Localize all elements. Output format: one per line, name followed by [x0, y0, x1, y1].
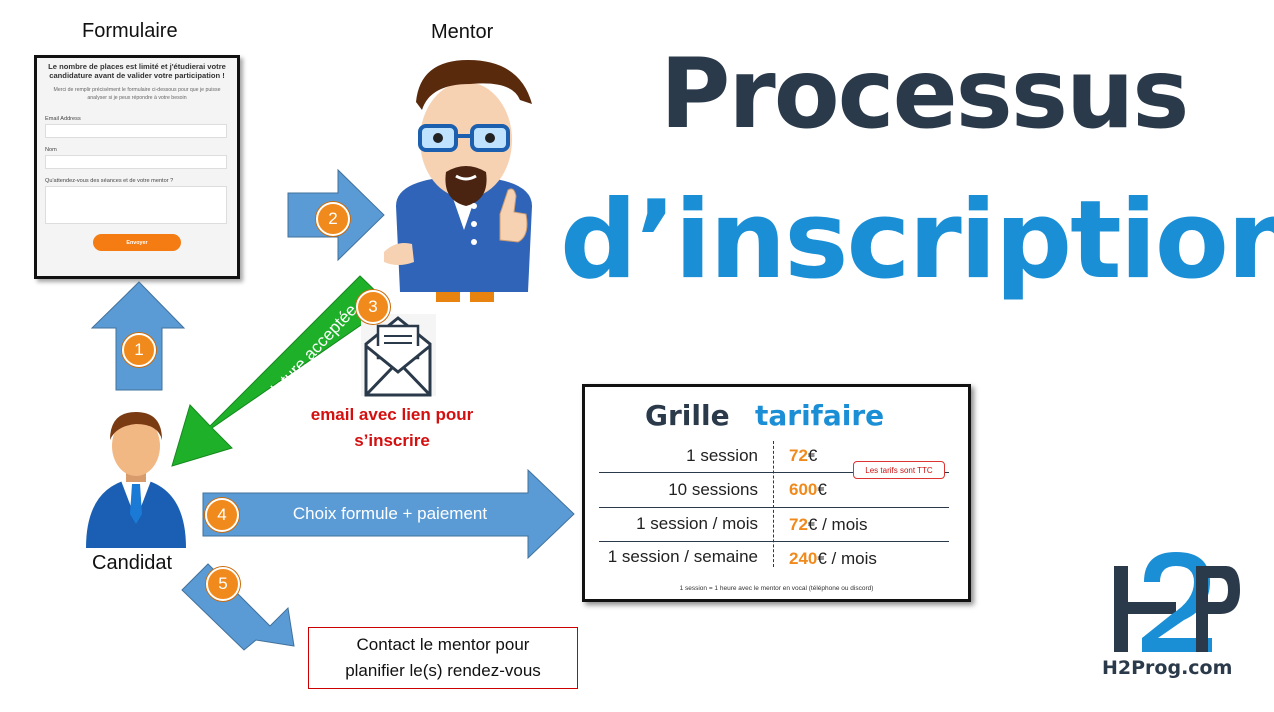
- pricing-title-1: Grille: [645, 399, 730, 432]
- pricing-grid: Grille tarifaire 1 session 72€ Les tarif…: [582, 384, 971, 602]
- candidate-label: Candidat: [92, 552, 173, 574]
- form-subtext: Merci de remplir précisément le formulai…: [53, 87, 221, 101]
- email-line2: s’inscrire: [354, 431, 430, 450]
- email-field[interactable]: [45, 124, 227, 138]
- step-4-badge: 4: [205, 498, 239, 532]
- step-2-badge: 2: [316, 202, 350, 236]
- row-3-price: 72€ / mois: [789, 515, 868, 534]
- row-2-label: 10 sessions: [668, 480, 758, 499]
- pricing-divider: [773, 441, 774, 567]
- h2p-logo-icon: [1114, 552, 1240, 652]
- arrow4-text: Choix formule + paiement: [292, 504, 488, 523]
- form-mockup: Le nombre de places est limité et j'étud…: [34, 55, 240, 279]
- h2prog-logo-text: H2Prog.com: [1102, 657, 1233, 679]
- contact-line1: Contact le mentor pour: [356, 635, 530, 654]
- submit-button[interactable]: Envoyer: [93, 234, 181, 251]
- row-4-label: 1 session / semaine: [607, 547, 758, 566]
- row-1-line: [599, 472, 949, 473]
- pricing-footnote: 1 session = 1 heure avec le mentor en vo…: [679, 585, 874, 592]
- step-5-badge: 5: [206, 567, 240, 601]
- expect-label: Qu'attendez-vous des séances et de votre…: [45, 178, 174, 184]
- email-label: Email Address: [45, 116, 81, 122]
- candidate-avatar: [86, 412, 186, 548]
- contact-line2: planifier le(s) rendez-vous: [345, 661, 541, 680]
- name-label: Nom: [45, 147, 57, 153]
- arrow-3: [171, 275, 391, 467]
- ttc-note: Les tarifs sont TTC: [853, 461, 945, 479]
- step-1-badge: 1: [122, 333, 156, 367]
- row-2-price: 600€: [789, 480, 827, 499]
- envelope-icon: [361, 314, 436, 397]
- contact-box: Contact le mentor pour planifier le(s) r…: [308, 627, 578, 689]
- row-3-line: [599, 541, 949, 542]
- name-field[interactable]: [45, 155, 227, 169]
- title-line2: d’inscription: [560, 178, 1274, 303]
- email-caption: email avec lien pour s’inscrire: [292, 402, 492, 454]
- row-4-price: 240€ / mois: [789, 549, 877, 568]
- mentor-character: [384, 60, 532, 302]
- row-1-price: 72€: [789, 446, 818, 465]
- mentor-label: Mentor: [431, 21, 494, 43]
- arrow-4: [202, 468, 575, 560]
- email-line1: email avec lien pour: [310, 405, 474, 424]
- form-heading: Le nombre de places est limité et j'étud…: [48, 62, 226, 80]
- row-2-line: [599, 507, 949, 508]
- form-label: Formulaire: [82, 20, 178, 42]
- title-line1: Processus: [660, 38, 1189, 150]
- expect-textarea[interactable]: [45, 186, 227, 224]
- pricing-title-2: tarifaire: [755, 399, 885, 432]
- row-1-label: 1 session: [686, 446, 758, 465]
- step-3-badge: 3: [356, 290, 390, 324]
- row-3-label: 1 session / mois: [636, 514, 758, 533]
